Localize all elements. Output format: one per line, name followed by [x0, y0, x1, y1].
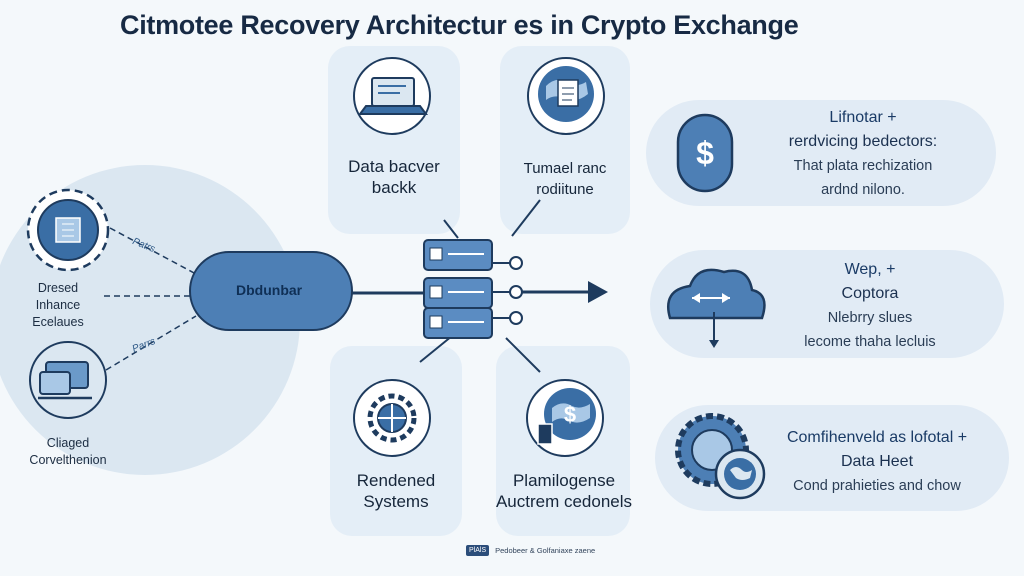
page-title: Citmotee Recovery Architectur es in Cryp… — [120, 10, 799, 40]
right-card-1 — [646, 100, 996, 206]
connector-line — [511, 199, 541, 237]
svg-text:$: $ — [564, 402, 576, 427]
output-arrow-head — [588, 281, 608, 303]
dollar-shield-icon: $ — [676, 113, 734, 193]
server-stack-icon — [423, 239, 493, 339]
svg-text:$: $ — [696, 135, 714, 171]
hub-pill — [189, 251, 353, 331]
left-bottom-label: Cliaged Corvelthenion — [29, 436, 107, 467]
footer-text: Pedobeer & Golfaniaxe zaene — [495, 546, 596, 555]
dashed-connector — [105, 315, 197, 371]
right-card-2-label: Wep, + Coptora Nlebrry slues lecome thah… — [804, 261, 936, 350]
chip-circle-icon — [26, 188, 110, 272]
top-card-label-2: Tumael ranc rodiitune — [523, 160, 607, 198]
dashed-connector — [109, 227, 197, 275]
connector-line — [505, 337, 541, 373]
right-card-3-label: Comfihenveld as lofotal + Data Heet Cond… — [786, 429, 968, 494]
devices-icon — [29, 341, 107, 419]
gear-globe-icon — [675, 413, 766, 500]
footer-badge: PlAlS — [466, 545, 490, 556]
connector-line — [443, 219, 459, 239]
server-ports — [492, 256, 523, 325]
right-card-1-label: Lifnotar + rerdvicing bedectors: That pl… — [788, 109, 938, 198]
laptop-icon — [353, 57, 431, 135]
top-card-label-1: Data bacver backk — [348, 157, 440, 197]
coin-globe-icon: $ — [526, 379, 604, 457]
gear-network-icon — [353, 379, 431, 457]
bottom-card-label-1: Rendened Systems — [356, 471, 436, 511]
left-top-label: Dresed Inhance Ecelaues — [32, 281, 84, 329]
hub-label: Dbdunbar — [236, 282, 303, 298]
bottom-card-label-2: Plamilogense Auctrem cedonels — [495, 471, 633, 511]
footer: PlAlS Pedobeer & Golfaniaxe zaene — [466, 545, 595, 556]
globe-document-icon — [527, 57, 605, 135]
cloud-icon — [667, 268, 766, 348]
connector-line — [419, 335, 453, 363]
